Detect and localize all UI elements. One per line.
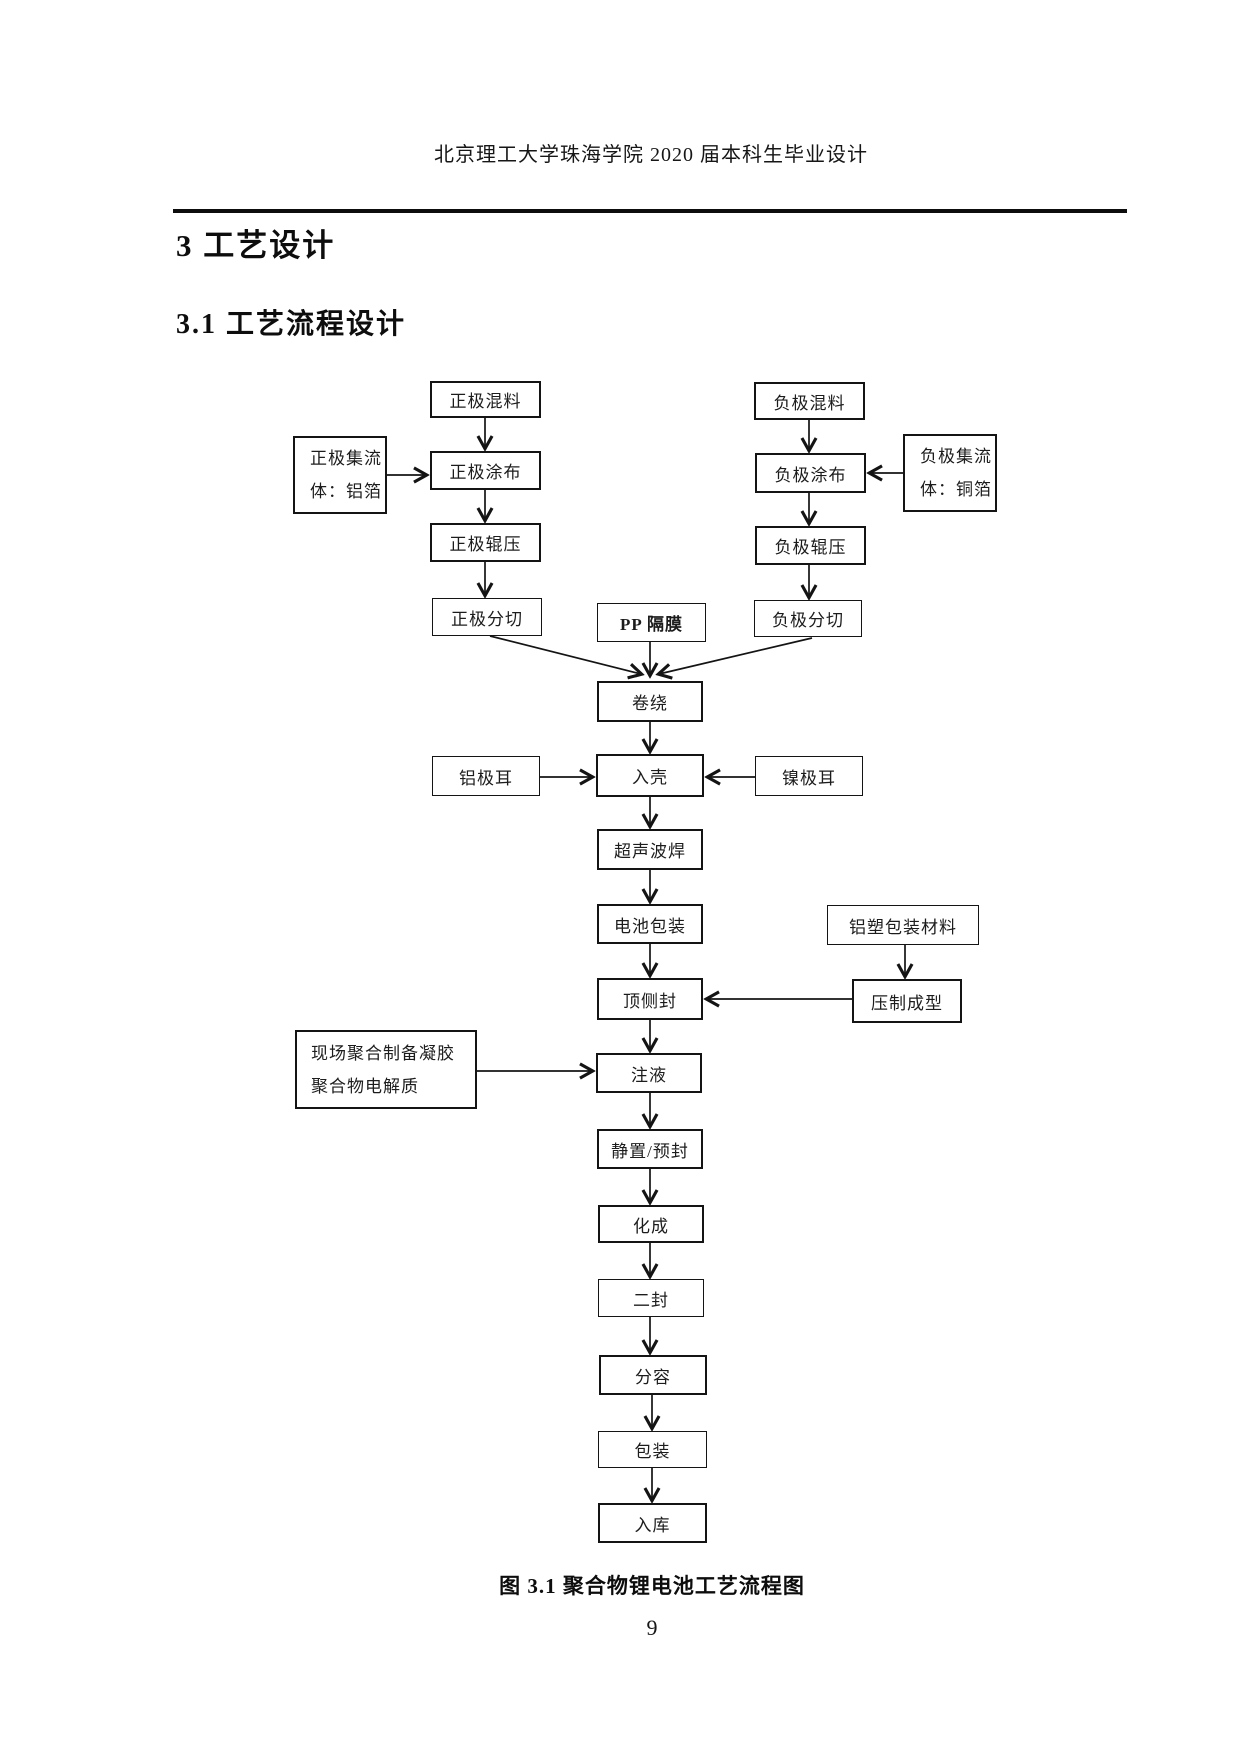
page-number: 9 [646, 1615, 658, 1640]
node-negative-coating: 负极涂布 [755, 453, 866, 493]
node-gel-polymer-electrolyte: 现场聚合制备凝胶 聚合物电解质 [295, 1030, 477, 1109]
node-nickel-tab: 镍极耳 [755, 756, 863, 796]
figure-caption: 图 3.1 聚合物锂电池工艺流程图 [499, 1574, 805, 1598]
node-second-seal: 二封 [598, 1279, 704, 1317]
node-negative-collector: 负极集流 体：铜箔 [903, 434, 997, 512]
node-negative-rolling: 负极辊压 [755, 526, 866, 565]
node-warehousing: 入库 [598, 1503, 707, 1543]
node-formation: 化成 [598, 1205, 704, 1243]
node-winding: 卷绕 [597, 681, 703, 722]
node-rest-preseal: 静置/预封 [597, 1129, 703, 1169]
node-negative-mixing: 负极混料 [754, 382, 865, 420]
node-ultrasonic-welding: 超声波焊 [597, 829, 703, 870]
subsection-heading: 3.1 工艺流程设计 [176, 309, 407, 340]
node-aluminum-tab: 铝极耳 [432, 756, 540, 796]
section-heading: 3 工艺设计 [176, 228, 336, 263]
node-capacity-grading: 分容 [599, 1355, 707, 1395]
header-divider [173, 209, 1127, 213]
node-positive-coating: 正极涂布 [430, 451, 541, 490]
node-positive-slitting: 正极分切 [432, 598, 542, 636]
page-header: 北京理工大学珠海学院 2020 届本科生毕业设计 [434, 144, 868, 166]
node-positive-rolling: 正极辊压 [430, 523, 541, 562]
node-top-side-seal: 顶侧封 [597, 978, 703, 1020]
node-press-forming: 压制成型 [852, 979, 962, 1023]
node-battery-packaging: 电池包装 [597, 904, 703, 944]
node-negative-slitting: 负极分切 [754, 600, 862, 637]
node-aluminum-plastic-material: 铝塑包装材料 [827, 905, 979, 945]
node-pp-separator: PP 隔膜 [597, 603, 706, 642]
node-positive-mixing: 正极混料 [430, 381, 541, 418]
node-packing: 包装 [598, 1431, 707, 1468]
node-positive-collector: 正极集流 体：铝箔 [293, 436, 387, 514]
node-casing: 入壳 [596, 754, 704, 797]
node-electrolyte-injection: 注液 [596, 1053, 702, 1093]
